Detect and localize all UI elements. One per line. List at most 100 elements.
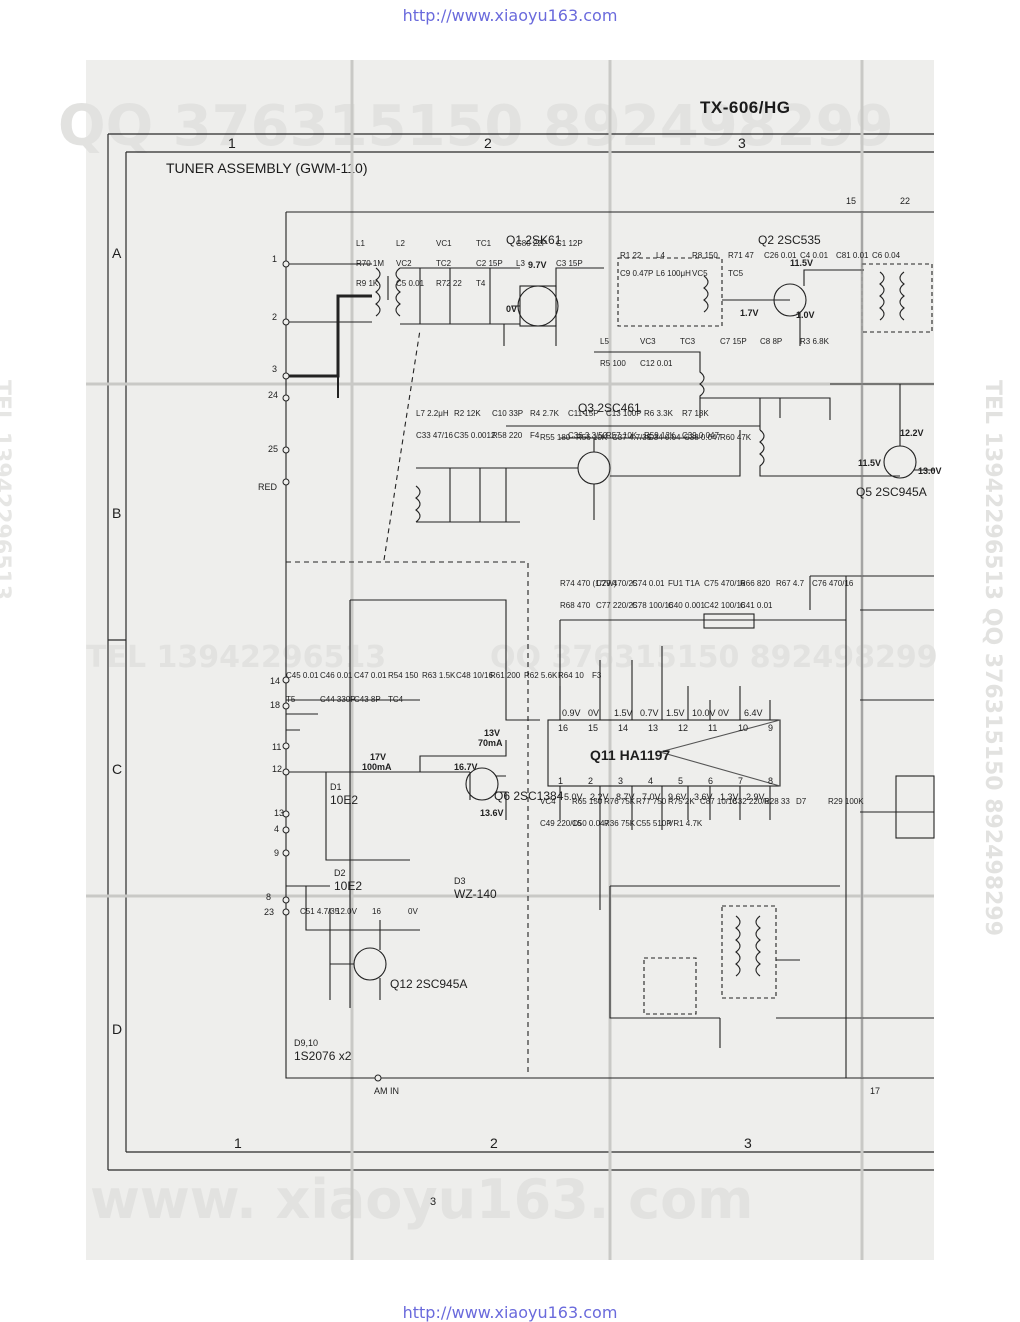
component-label: R54 150 <box>388 671 419 680</box>
component-label: R60 47K <box>720 433 752 442</box>
component-label: R7 18K <box>682 409 709 418</box>
component-label: C79 470/25 <box>596 579 638 588</box>
terminal-dot <box>282 318 290 326</box>
ic-pin-top: 12 <box>678 723 688 733</box>
source-url-top: http://www.xiaoyu163.com <box>402 6 618 25</box>
ic-voltage-top: 0V <box>718 708 729 718</box>
ic-pin-bottom: 2 <box>588 776 593 786</box>
component-label: C55 510P <box>636 819 672 828</box>
component-label: R6 3.3K <box>644 409 674 418</box>
terminal-label: 17 <box>870 1086 880 1096</box>
component-label: D7 <box>796 797 807 806</box>
ic-pin-bottom: 5 <box>678 776 683 786</box>
component-label: C81 0.01 <box>836 251 869 260</box>
voltage-label: 9.7V <box>528 260 547 270</box>
terminal-label: 8 <box>266 892 271 902</box>
component-label: C41 0.01 <box>740 601 773 610</box>
schematic-sheet <box>86 60 934 1260</box>
diode-ref: D2 <box>334 868 346 878</box>
component-label: R3 6.8K <box>800 337 830 346</box>
component-label: VC5 <box>692 269 708 278</box>
component-label: C33 47/16 <box>416 431 453 440</box>
terminal-label: 14 <box>270 676 280 686</box>
terminal-label: 1 <box>272 254 277 264</box>
voltage-label: 13.6V <box>480 808 504 818</box>
component-label: R62 5.6K <box>524 671 558 680</box>
component-label: C32 220/6 <box>732 797 769 806</box>
ic-label: Q11 HA1197 <box>590 747 670 763</box>
outer-frame <box>107 133 934 1171</box>
grid-row-label: B <box>112 505 121 521</box>
component-label: C47 0.01 <box>354 671 387 680</box>
component-label: L1 <box>356 239 365 248</box>
ic-voltage-top: 0V <box>588 708 599 718</box>
ic-pin-bottom: 3 <box>618 776 623 786</box>
ic-voltage-top: 10.0V <box>692 708 716 718</box>
terminal-label: 23 <box>264 907 274 917</box>
ic-voltage-top: 0.7V <box>640 708 659 718</box>
voltage-label: 11.5V <box>790 258 813 268</box>
ic-voltage-bottom: 8.7V <box>616 792 635 802</box>
component-label: C7 15P <box>720 337 747 346</box>
page-number: 3 <box>430 1196 437 1208</box>
transistor-label: Q1 2SK61 <box>506 233 562 247</box>
terminal-dot <box>282 478 290 486</box>
terminal-dot <box>282 810 290 818</box>
component-label: R59 12K <box>644 431 676 440</box>
component-label: R28 33 <box>764 797 790 806</box>
component-label: VC3 <box>640 337 656 346</box>
ic-pin-top: 11 <box>708 723 717 733</box>
component-label: R5 100 <box>600 359 626 368</box>
component-label: VR1 4.7K <box>668 819 703 828</box>
ic-voltage-bottom: 3.6V <box>694 792 713 802</box>
component-label: C75 470/16 <box>704 579 746 588</box>
diode-type: 10E2 <box>330 793 358 807</box>
terminal-label: 12 <box>272 764 282 774</box>
ic-voltage-bottom: 2.2V <box>590 792 609 802</box>
ic-pin-bottom: 4 <box>648 776 653 786</box>
ic-pin-top: 13 <box>648 723 658 733</box>
grid-col-label-bottom: 2 <box>490 1135 498 1151</box>
component-label: R63 1.5K <box>422 671 456 680</box>
terminal-label: 9 <box>274 848 279 858</box>
terminal-label: AM IN <box>374 1086 399 1096</box>
component-label: C39 0.047 <box>682 431 719 440</box>
ic-voltage-top: 1.5V <box>666 708 685 718</box>
component-label: R75 2K <box>668 797 695 806</box>
transistor-label: Q2 2SC535 <box>758 233 821 247</box>
component-label: R77 750 <box>636 797 667 806</box>
terminal-label: 24 <box>268 390 278 400</box>
transistor-label: Q12 2SC945A <box>390 977 467 991</box>
component-label: C8 8P <box>760 337 782 346</box>
model-number: TX-606/HG <box>700 98 791 117</box>
terminal-label: 13 <box>274 808 284 818</box>
component-label: C78 100/16 <box>632 601 674 610</box>
component-label: L2 <box>396 239 405 248</box>
terminal-label: TP 5 <box>0 0 19 2</box>
component-label: R36 75K <box>604 819 636 828</box>
ic-pin-top: 10 <box>738 723 748 733</box>
grid-row-label: A <box>112 245 122 261</box>
transistor-label: Q6 2SC1384 <box>494 789 564 803</box>
terminal-label: 18 <box>270 700 280 710</box>
watermark-site: www. xiaoyu163. com <box>90 1168 754 1231</box>
component-label: C76 470/16 <box>812 579 854 588</box>
component-label: L4 <box>656 251 665 260</box>
terminal-dot <box>282 826 290 834</box>
ic-pin-top: 15 <box>588 723 598 733</box>
component-label: L7 2.2μH <box>416 409 449 418</box>
ic-pin-top: 14 <box>618 723 628 733</box>
component-label: R58 220 <box>492 431 523 440</box>
component-label: C4 0.01 <box>800 251 829 260</box>
voltage-label: 13V <box>484 728 500 738</box>
source-url-bottom: http://www.xiaoyu163.com <box>402 1303 618 1322</box>
component-label: L5 <box>600 337 609 346</box>
terminal-dot <box>282 849 290 857</box>
component-label: R66 820 <box>740 579 771 588</box>
component-label: L6 100μH <box>656 269 691 278</box>
component-label: L3 <box>516 259 525 268</box>
component-label: C36 3.3/50 <box>568 431 608 440</box>
grid-col-label-bottom: 3 <box>744 1135 752 1151</box>
component-label: 16 <box>372 907 381 916</box>
terminal-dot <box>282 260 290 268</box>
